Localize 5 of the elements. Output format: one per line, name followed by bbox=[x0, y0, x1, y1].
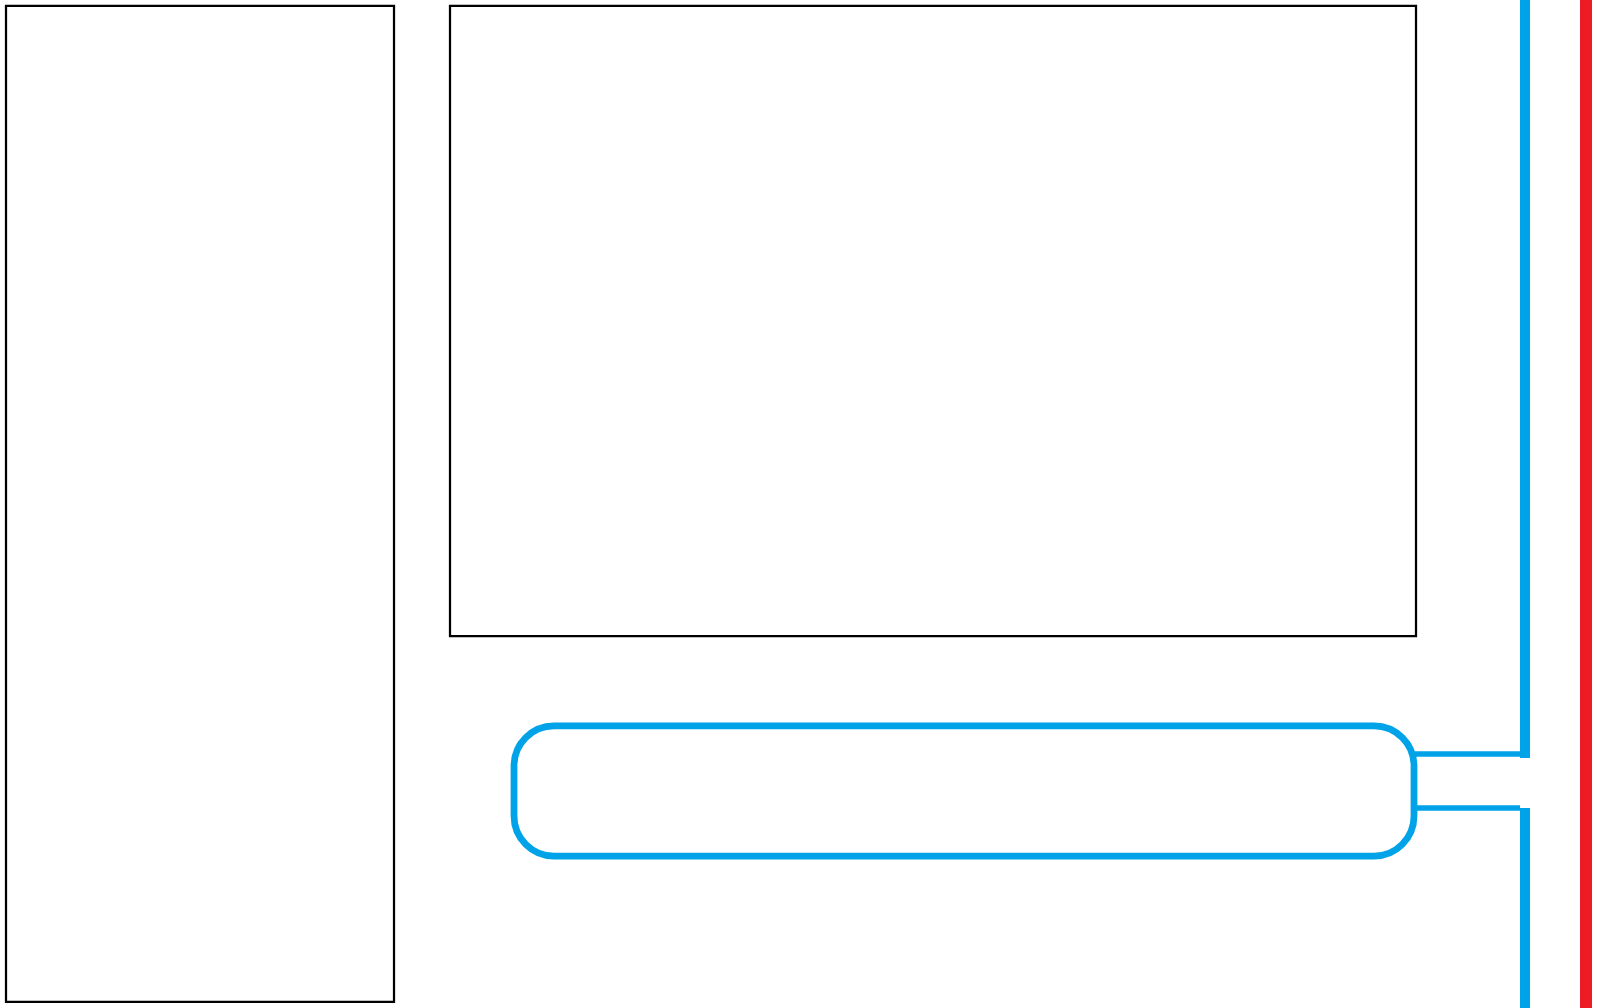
connector-line bbox=[1414, 751, 1520, 757]
frame-box bbox=[4, 4, 396, 1004]
frame-box bbox=[448, 4, 1418, 638]
connector-line bbox=[1414, 805, 1520, 811]
loop-shape bbox=[510, 722, 1418, 860]
